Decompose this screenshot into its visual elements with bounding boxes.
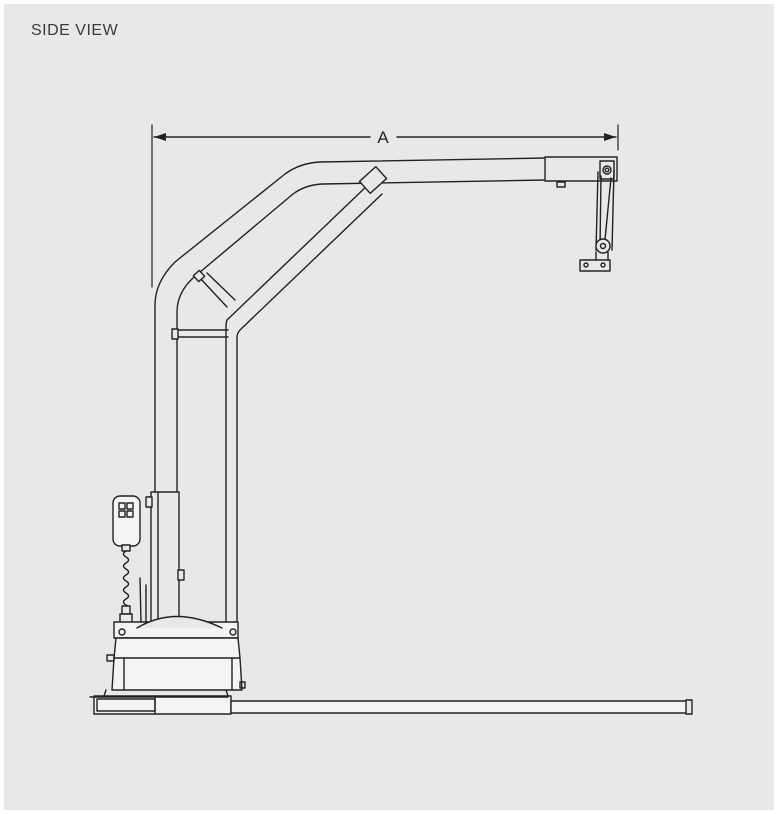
view-title: SIDE VIEW: [31, 22, 119, 39]
mast-sleeve: [145, 491, 185, 623]
hanging-bracket: [579, 160, 615, 272]
dimension-label: A: [377, 128, 389, 147]
actuator: [171, 165, 388, 625]
hand-controller: [112, 495, 141, 625]
mast-and-boom: [154, 156, 618, 496]
base-legs: [89, 689, 693, 715]
base-housing: [106, 577, 246, 691]
dimension-a: A: [151, 124, 619, 288]
